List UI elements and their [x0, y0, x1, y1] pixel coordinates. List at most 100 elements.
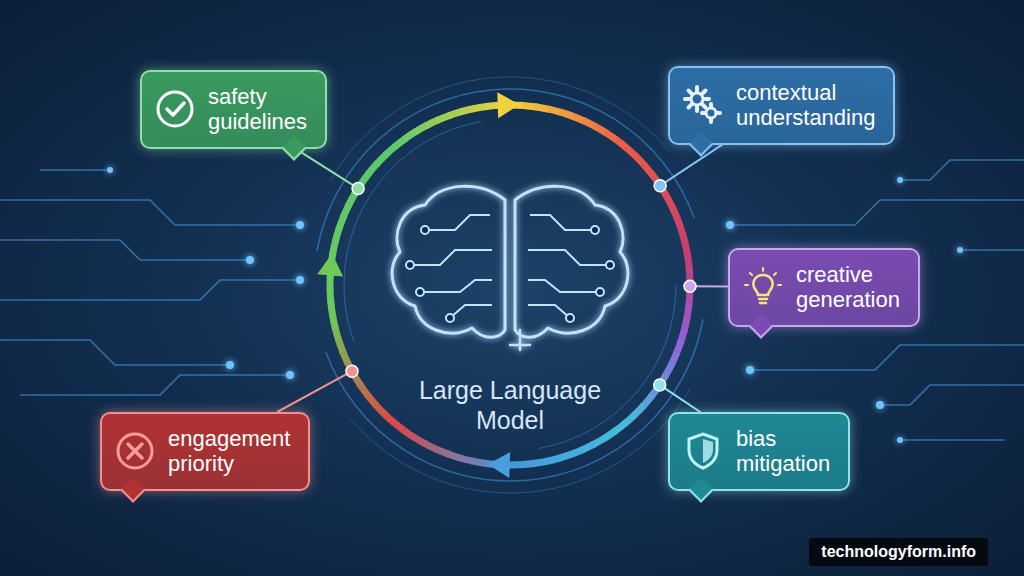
ring-arc: [351, 389, 690, 493]
ring-arc: [685, 241, 688, 255]
ring-arc: [681, 229, 685, 243]
ring-arc: [666, 195, 673, 208]
connector-stroke: [660, 145, 722, 186]
callout-bubble: engagement priority: [100, 412, 310, 491]
callout-label: safety guidelines: [208, 84, 307, 135]
brain-nodes: [406, 226, 614, 322]
ring-arc: [672, 206, 678, 219]
ring-arc: [331, 302, 333, 316]
watermark: technologyform.info: [809, 538, 988, 566]
callout-label: contextual understanding: [736, 80, 875, 131]
ring-arc: [343, 204, 349, 217]
ring-arc: [558, 454, 572, 458]
ring-arc: [335, 228, 339, 242]
callout-bubble: safety guidelines: [140, 70, 327, 149]
ring-arc: [677, 218, 682, 232]
ring-arc: [333, 240, 336, 254]
callout-bubble: bias mitigation: [668, 412, 850, 491]
ring-arc: [604, 431, 616, 439]
ring-arc: [687, 254, 689, 268]
ring-arc: [560, 112, 574, 117]
ring-arc: [687, 304, 689, 318]
ring-arc: [338, 339, 343, 353]
connector-dot: [346, 365, 358, 377]
bubble-tail: [281, 135, 306, 160]
connector-stroke: [295, 149, 358, 189]
ring-arc: [413, 437, 425, 444]
connector-dot: [654, 379, 666, 391]
ring-arc: [437, 115, 450, 120]
connector-line: [295, 149, 364, 195]
ring-arc: [448, 111, 462, 115]
brain-circuits: [410, 215, 610, 318]
ring-arc: [614, 423, 625, 432]
ring-arc: [375, 404, 385, 414]
ring-arc: [581, 444, 594, 450]
ring-arc: [348, 193, 355, 206]
ring-arc: [342, 351, 348, 364]
ring-arc: [676, 341, 681, 355]
ring-arc: [572, 116, 585, 121]
ring-arc: [335, 327, 339, 341]
ring-arrowhead: [488, 452, 510, 478]
ring-arc: [593, 438, 606, 445]
ring-arc: [521, 463, 535, 464]
ring-arc: [644, 165, 653, 176]
ring-arc: [689, 291, 690, 305]
check-icon: [154, 88, 196, 130]
ring-arc: [404, 131, 416, 139]
ring-arc: [634, 405, 644, 415]
ring-arc: [327, 289, 335, 303]
ring-arc: [485, 105, 499, 106]
ring-arc: [330, 77, 669, 181]
ring-arc: [681, 329, 685, 343]
ring-arc: [535, 107, 549, 110]
ring-arc: [425, 120, 438, 126]
shield-icon: [682, 430, 724, 472]
ring-arc: [665, 364, 672, 377]
gear-icon: [682, 84, 724, 126]
connector-line: [684, 280, 728, 292]
ring-arc: [435, 449, 448, 454]
ring-arc: [626, 147, 637, 157]
ring-arc: [339, 216, 344, 230]
ring-arc: [546, 458, 560, 461]
ring-arc: [424, 443, 437, 449]
ring-arc: [460, 109, 474, 112]
ring-arc: [605, 132, 617, 140]
bubble-tail: [120, 477, 145, 502]
ring-arc: [684, 316, 687, 330]
connector-line: [277, 365, 358, 412]
ring-arc: [384, 413, 395, 423]
ring-arc: [595, 126, 607, 133]
ring-arc: [642, 396, 651, 407]
connector-stroke: [660, 385, 701, 412]
cycle-ring: [317, 77, 703, 493]
ring-arc: [393, 422, 404, 431]
ring-arc: [368, 163, 377, 174]
ring-arc: [415, 125, 428, 132]
ring-arc: [403, 430, 415, 438]
connector-dot: [352, 182, 364, 194]
ring-arc: [583, 121, 596, 127]
ring-arc: [326, 319, 703, 481]
ring-arc: [360, 384, 368, 396]
ring-arc: [385, 146, 396, 156]
ring-arc: [459, 457, 473, 461]
ring-arrowhead: [317, 253, 343, 276]
callout-label: engagement priority: [168, 426, 290, 477]
callout-bubble: creative generation: [728, 248, 920, 327]
callout-label: bias mitigation: [736, 426, 830, 477]
connector-stroke: [277, 371, 352, 412]
center-label: Large Language Model: [405, 375, 615, 435]
ring-arc: [473, 106, 487, 108]
bubble-tail: [688, 131, 713, 156]
circuit-dots: [107, 167, 963, 443]
ring-arc: [547, 109, 561, 113]
bubble-tail: [748, 313, 773, 338]
ring-arc: [361, 173, 370, 185]
ring-arrowhead: [497, 92, 519, 118]
connector-dot: [654, 180, 666, 192]
connector-line: [654, 379, 701, 412]
